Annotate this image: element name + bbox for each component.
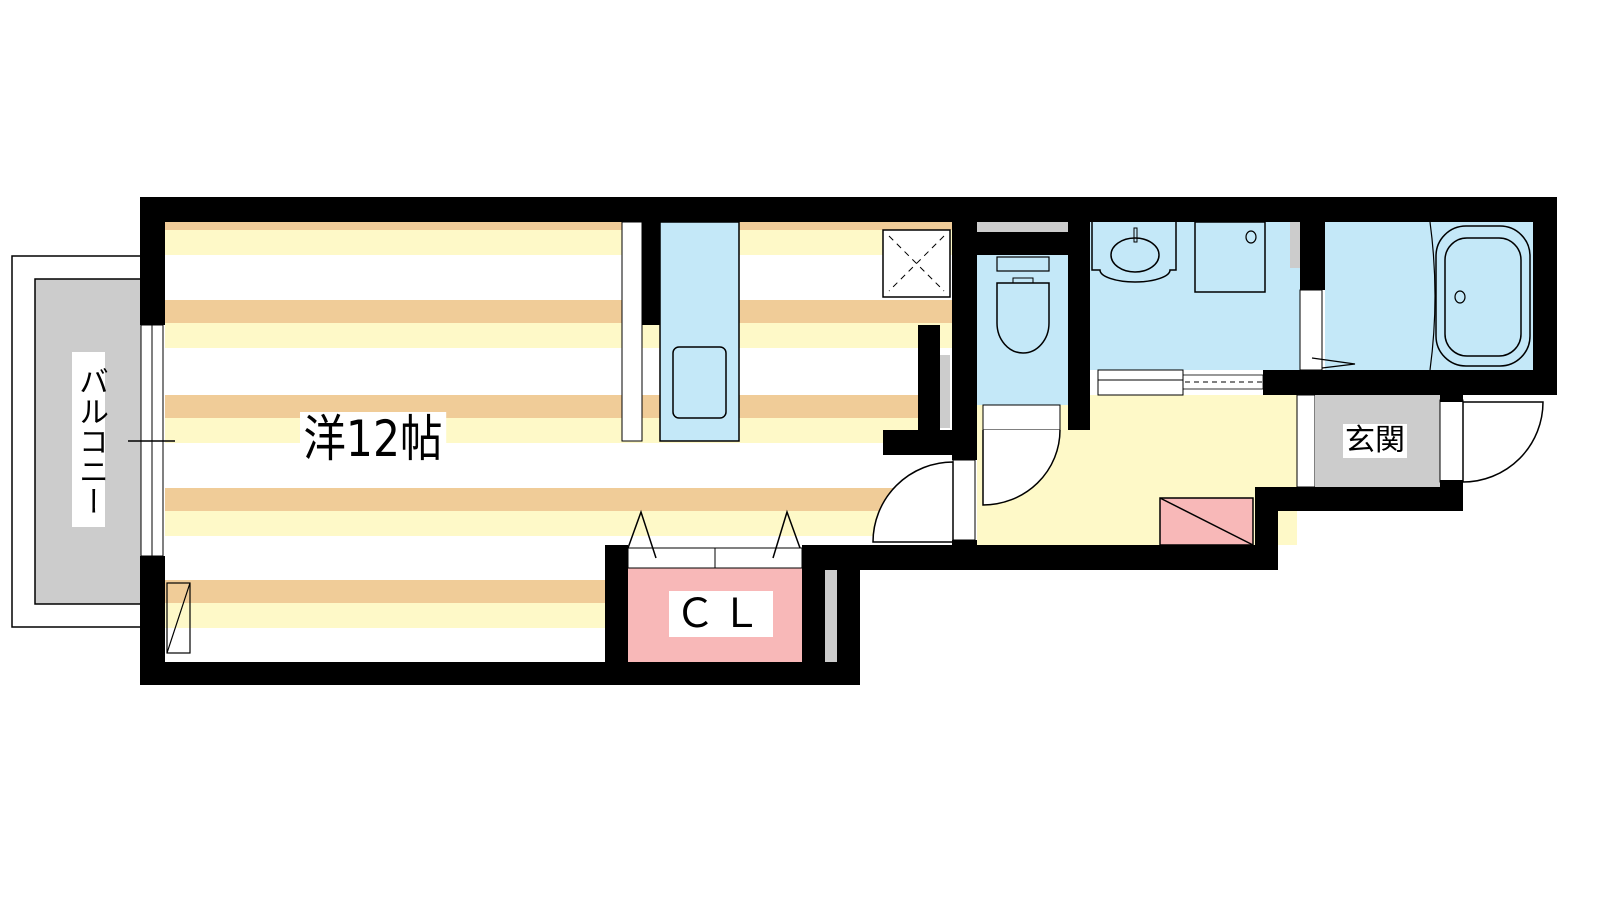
room-door — [872, 461, 954, 543]
walls — [140, 197, 1557, 685]
storage-shelf — [166, 582, 191, 654]
floor-stripe-tan — [165, 300, 952, 323]
washer-pan — [1194, 221, 1266, 293]
floor-stripe-tan — [165, 580, 605, 603]
floor-stripe-yellow — [165, 323, 952, 348]
floor-stripe-tan — [165, 222, 952, 230]
kitchen — [621, 221, 740, 442]
room-label-western: 洋12帖 — [300, 412, 446, 466]
floor-stripe-yellow — [165, 418, 918, 443]
toilet-door — [982, 429, 1061, 506]
washroom — [1090, 221, 1300, 396]
room-label-entrance: 玄関 — [1343, 423, 1407, 458]
room-label-closet: ＣＬ — [669, 591, 773, 637]
floor-stripe-tan — [165, 488, 952, 511]
kitchen-sink — [672, 346, 727, 419]
floor-stripe-yellow — [165, 230, 952, 255]
floor-stripe-tan — [165, 395, 918, 418]
room-label-balcony: バルコニー — [72, 352, 108, 527]
bathtub — [1435, 225, 1531, 367]
floor-stripe-yellow — [165, 603, 605, 628]
toilet-room — [977, 255, 1068, 506]
floor-stripe-yellow — [165, 511, 952, 536]
bathroom — [1299, 221, 1533, 371]
entrance — [1296, 394, 1544, 488]
balcony — [11, 255, 143, 628]
washing-machine-space — [882, 229, 951, 298]
closet — [627, 509, 837, 662]
western-room-floor — [165, 222, 952, 662]
entrance-door — [1462, 401, 1544, 483]
wash-basin — [1091, 222, 1177, 283]
